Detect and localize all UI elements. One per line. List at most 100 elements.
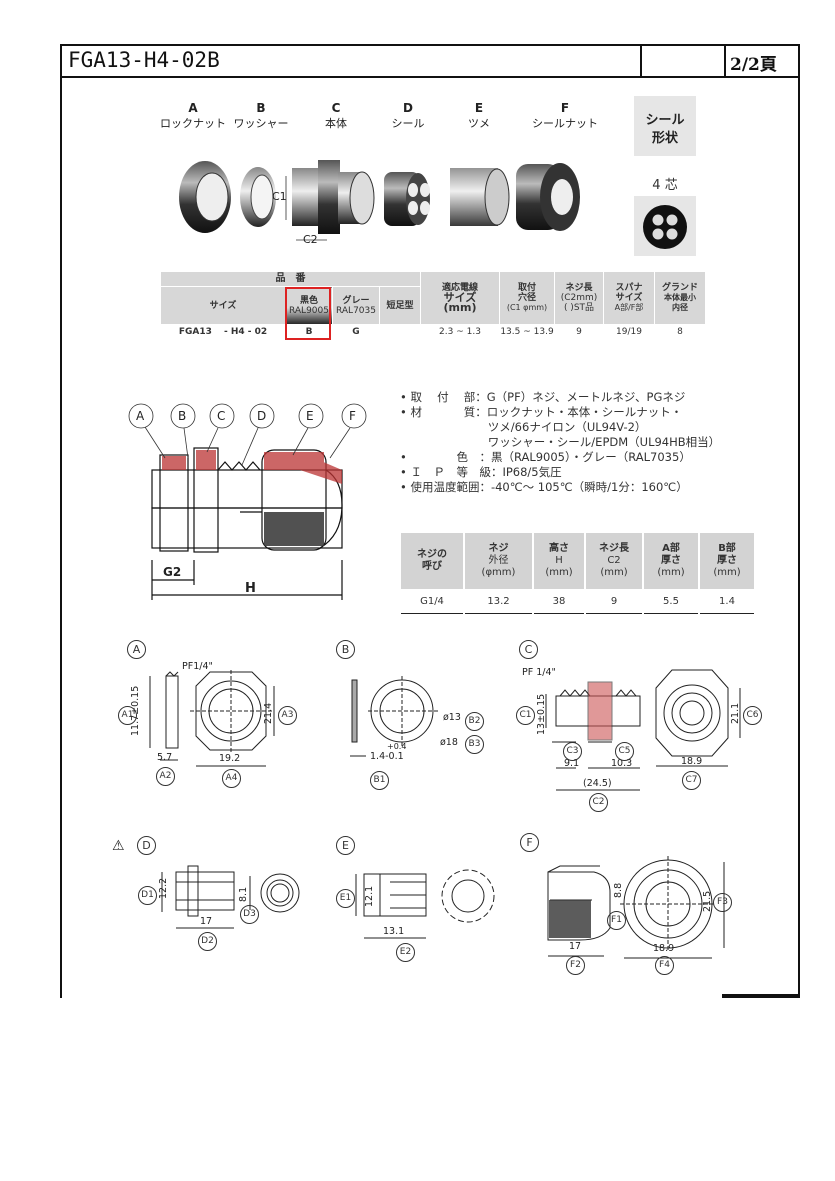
dim-value-b-thickness: 1.4 xyxy=(699,589,756,614)
drawing-a-width1: 5.7 xyxy=(157,752,173,763)
drawing-c-diameter: 21.1 xyxy=(730,702,741,724)
spec-row-gray: G xyxy=(332,324,380,339)
drawing-f-tag: F xyxy=(520,833,539,852)
drawing-d-callout-d3: D3 xyxy=(240,905,259,924)
drawing-c-width4: 18.9 xyxy=(681,756,703,767)
property-item: • 取 付 部：G（PF）ネジ、メートルネジ、PGネジ xyxy=(400,390,686,404)
drawing-f-diameter: 21.5 xyxy=(702,890,713,912)
drawing-e-width: 13.1 xyxy=(383,926,405,937)
spec-row-cable: 2.3 ~ 1.3 xyxy=(420,324,500,339)
drawing-f-height: 8.8 xyxy=(613,882,624,898)
dim-value-thread-name: G1/4 xyxy=(401,589,465,614)
spec-short-header: 短足型 xyxy=(379,286,421,325)
drawing-d-diameter: 8.1 xyxy=(238,886,249,902)
spec-row-thread: 9 xyxy=(554,324,604,339)
drawing-e-height: 12.1 xyxy=(364,885,375,907)
drawing-c-width3: (24.5) xyxy=(583,778,612,789)
drawing-c-thread: PF 1/4" xyxy=(522,667,556,678)
drawing-a-tag: A xyxy=(127,640,146,659)
drawing-a-callout-a2: A2 xyxy=(156,767,175,786)
seal-cores: 4 芯 xyxy=(652,178,678,193)
spec-row-size: FGA13 - H4 - 02 xyxy=(160,324,286,339)
drawing-e-callout-e2: E2 xyxy=(396,943,415,962)
drawing-frame: FGA13-H4-02B 2/2頁 xyxy=(60,44,800,998)
title-bar: FGA13-H4-02B 2/2頁 xyxy=(62,46,798,78)
drawing-c-height: 13±0.15 xyxy=(536,693,547,735)
dim-header-b-thickness: B部厚さ(mm) xyxy=(699,533,756,589)
dim-header-thread-name: ネジの呼び xyxy=(401,533,465,589)
spec-part-no-header: 品 番 xyxy=(160,271,421,287)
title-divider xyxy=(640,46,642,76)
assembly-dim-h: H xyxy=(245,581,256,596)
dim-header-a-thickness: A部厚さ(mm) xyxy=(643,533,700,589)
drawing-d-height: 12.2 xyxy=(158,877,169,899)
drawing-f-callout-f2: F2 xyxy=(566,956,585,975)
four-core-seal-icon xyxy=(643,205,687,249)
spec-gland-header: グランド本体最小内径 xyxy=(654,271,706,325)
spec-table: 品 番 適応電線サイズ(mm) 取付穴径(C1 φmm) ネジ長(C2mm)( … xyxy=(160,271,706,339)
drawing-f-width2: 18.9 xyxy=(653,943,675,954)
drawing-c-callout-c2: C2 xyxy=(589,793,608,812)
drawing-c-callout-c3: C3 xyxy=(563,742,582,761)
spec-table-row: FGA13 - H4 - 02 B G 2.3 ~ 1.3 13.5 ~ 13.… xyxy=(160,324,706,339)
dim-value-a-thickness: 5.5 xyxy=(643,589,700,614)
spec-row-gland: 8 xyxy=(654,324,706,339)
spec-hole-header: 取付穴径(C1 φmm) xyxy=(499,271,555,325)
drawing-a-callout-a1: A1 xyxy=(118,706,137,725)
warning-icon: ⚠ xyxy=(112,838,125,854)
drawing-b-tag: B xyxy=(336,640,355,659)
properties-list: • 取 付 部：G（PF）ネジ、メートルネジ、PGネジ • 材 質：ロックナット… xyxy=(400,390,720,495)
property-item: ツメ/66ナイロン（UL94V-2） xyxy=(400,420,647,434)
drawing-f-callout-f1: F1 xyxy=(607,911,626,930)
dim-c1-label: C1 xyxy=(272,190,287,203)
drawing-a-width2: 19.2 xyxy=(219,753,241,764)
seal-shape-panel: シール 形状 4 芯 xyxy=(634,96,696,256)
drawing-a-diameter: 21.4 xyxy=(263,702,274,724)
drawing-f-width1: 17 xyxy=(569,941,582,952)
drawing-f-callout-f4: F4 xyxy=(655,956,674,975)
assembly-callout-d: D xyxy=(257,409,267,423)
drawing-c-callout-c1: C1 xyxy=(516,706,535,725)
drawing-d-tag: D xyxy=(137,836,156,855)
drawing-a-callout-a4: A4 xyxy=(222,769,241,788)
document-title: FGA13-H4-02B xyxy=(68,48,220,72)
drawing-c-width2: 10.3 xyxy=(611,758,633,769)
property-item: • 材 質：ロックナット・本体・シールナット・ xyxy=(400,405,683,419)
drawing-b-inner-dia: ø13 xyxy=(443,712,461,723)
drawing-d-callout-d2: D2 xyxy=(198,932,217,951)
property-item: • 使用温度範囲：-40℃～ 105℃（瞬時/1分：160℃） xyxy=(400,480,688,494)
assembly-callout-a: A xyxy=(136,409,145,423)
spec-size-header: サイズ xyxy=(160,286,286,325)
frame-corner-mark xyxy=(722,994,798,998)
dim-value-thread-od: 13.2 xyxy=(464,589,534,614)
drawing-a-callout-a3: A3 xyxy=(278,706,297,725)
page-number: 2/2頁 xyxy=(730,55,777,75)
property-item: ワッシャー・シール/EPDM（UL94HB相当） xyxy=(400,435,721,449)
drawing-b-outer-dia: ø18 xyxy=(440,737,458,748)
dim-c2-label: C2 xyxy=(303,233,318,246)
assembly-dim-g2: G2 xyxy=(163,565,182,579)
spec-thread-header: ネジ長(C2mm)( )ST品 xyxy=(554,271,604,325)
selected-color-highlight xyxy=(285,287,331,340)
property-item: • Ｉ Ｐ 等 級：IP68/5気圧 xyxy=(400,465,562,479)
drawing-e-callout-e1: E1 xyxy=(336,889,355,908)
drawing-c-callout-c5: C5 xyxy=(615,742,634,761)
title-divider xyxy=(724,46,726,76)
dim-value-height: 38 xyxy=(533,589,586,614)
seal-title-line2: 形状 xyxy=(651,131,678,146)
drawing-c-callout-c7: C7 xyxy=(682,771,701,790)
property-item: • 色 ：黒（RAL9005）・グレー（RAL7035） xyxy=(400,450,691,464)
drawing-c-callout-c6: C6 xyxy=(743,706,762,725)
spec-cable-header: 適応電線サイズ(mm) xyxy=(420,271,500,325)
drawing-b-thickness: 1.4-0.1 xyxy=(370,751,404,762)
